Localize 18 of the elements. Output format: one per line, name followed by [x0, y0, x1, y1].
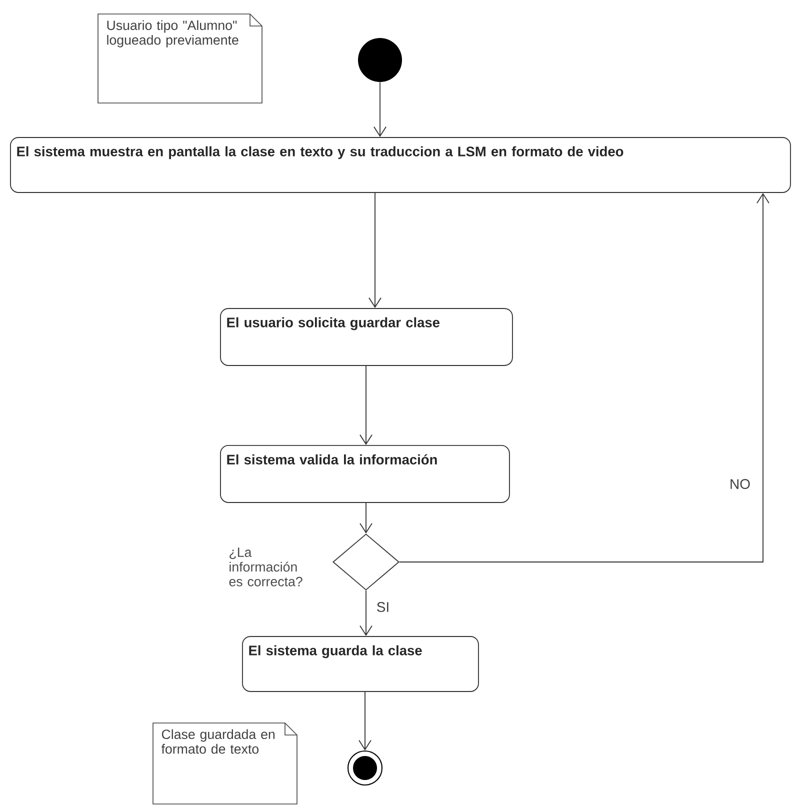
action-box: El sistema guarda la clase [242, 636, 479, 692]
arrow [360, 590, 372, 636]
arrow [360, 365, 372, 445]
final-node [347, 750, 383, 786]
decision-label: ¿La información es correcta? [229, 548, 302, 586]
action-box: El sistema valida la información [220, 445, 510, 503]
note: Clase guardada en formato de texto [152, 722, 298, 804]
action-box: El sistema muestra en pantalla la clase en texto y su traduccion a LSM en formato de video [10, 137, 791, 193]
note: Usuario tipo "Alumno" logueado previamente [98, 14, 262, 104]
arrow [399, 192, 770, 562]
edge-label: SI [375, 600, 391, 614]
edge-label: NO [728, 478, 752, 490]
action-box: El usuario solicita guardar clase [220, 308, 513, 366]
arrow [374, 82, 386, 137]
initial-node [358, 38, 402, 82]
arrow [368, 192, 382, 308]
arrow [358, 691, 372, 750]
arrow [360, 502, 372, 534]
